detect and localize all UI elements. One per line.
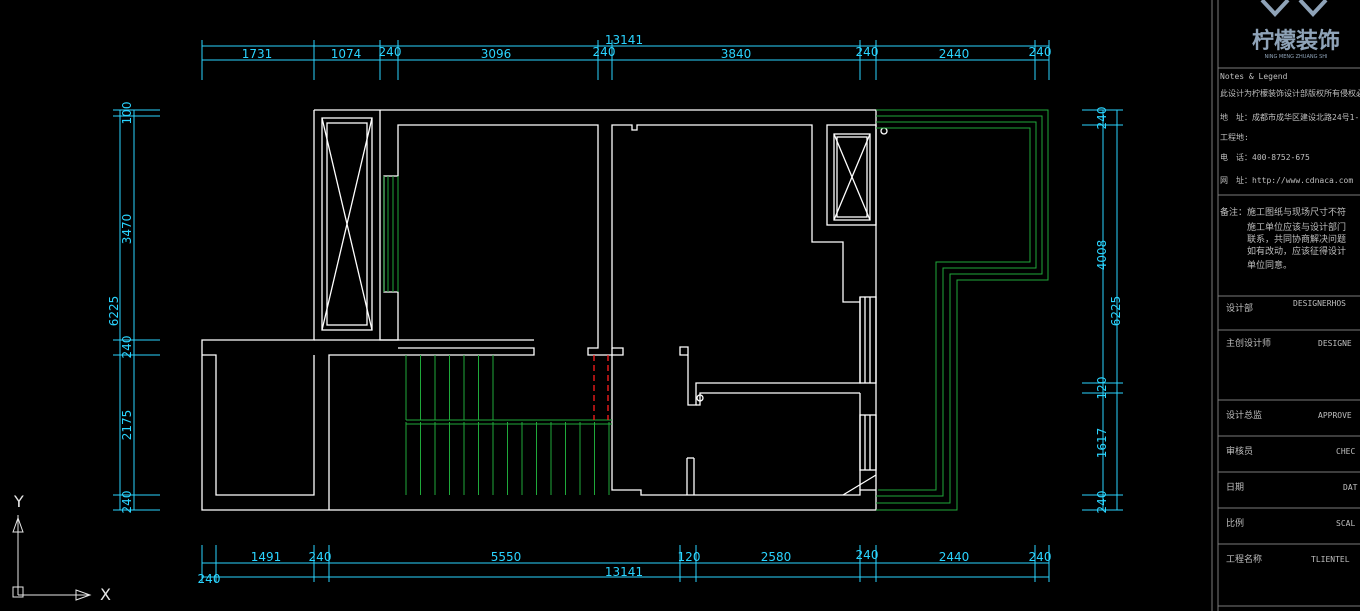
dim-top-2: 1074: [331, 47, 362, 61]
dim-top-9: 240: [1029, 45, 1052, 59]
remark-line-3: 联系，共同协商解决问题: [1220, 233, 1346, 245]
balcony-line-1: [876, 109, 1049, 511]
logo-text: 柠檬装饰: [1252, 28, 1340, 54]
drain-circle: [696, 394, 704, 402]
dim-right-4: 1617: [1095, 428, 1109, 459]
dim-right-3: 120: [1095, 377, 1109, 400]
row-checker-label: 审核员: [1226, 445, 1253, 457]
shaft-right-inner: [833, 133, 871, 221]
window-right-2: [859, 414, 877, 471]
dim-left-2: 3470: [120, 214, 134, 245]
balcony-line-4: [876, 127, 1031, 491]
dim-top-5: 240: [593, 45, 616, 59]
row-lead-designer-value: DESIGNE: [1318, 339, 1352, 348]
row-date-label: 日期: [1226, 482, 1244, 493]
address-text: 地 址：成都市成华区建设北路24号1-: [1220, 112, 1359, 122]
red-door: [593, 355, 609, 420]
room2-wall: [679, 297, 861, 406]
bottom-inner-wall: [611, 348, 876, 496]
floor-plan: [201, 109, 888, 511]
notes-heading: Notes & Legend: [1220, 72, 1288, 81]
room2-lower-wall: [696, 392, 860, 406]
row-scale-value: SCAL: [1336, 519, 1355, 528]
row-director-value: APPROVE: [1318, 411, 1352, 420]
drain-circle-2: [880, 127, 888, 135]
dim-bottom-7: 240: [856, 548, 879, 562]
dim-left-5: 240: [120, 491, 134, 514]
dim-top-6: 3840: [721, 47, 752, 61]
shaft-left-outer: [321, 117, 373, 331]
row-project-name-label: 工程名称: [1226, 553, 1262, 565]
row-designer-dept-label: 设计部: [1226, 302, 1253, 314]
dim-top-8: 2440: [939, 47, 970, 61]
dim-bottom-4: 5550: [491, 550, 522, 564]
company-logo: 柠檬装饰 NING MENG ZHUANG SHI: [1252, 0, 1340, 60]
green-elements: [383, 109, 1049, 511]
dimension-lines: [113, 40, 1123, 582]
dim-top-7: 240: [856, 45, 879, 59]
row-designer-dept-value: DESIGNERHOS: [1293, 299, 1346, 308]
dim-left-3: 240: [120, 336, 134, 359]
ucs-y-label: Y: [13, 492, 24, 511]
dim-top-4: 3096: [481, 47, 512, 61]
row-scale-label: 比例: [1226, 517, 1244, 529]
dim-top-total: 13141: [605, 33, 643, 47]
phone-text: 电 话：400-8752-675: [1220, 152, 1310, 162]
dim-bottom-6: 2580: [761, 550, 792, 564]
room1-wall: [379, 110, 860, 356]
title-block: [1211, 0, 1360, 611]
dim-bottom-3: 240: [309, 550, 332, 564]
remark-line-2: 施工单位应该与设计部门: [1220, 221, 1346, 233]
dim-bottom-9: 240: [1029, 550, 1052, 564]
row-director-label: 设计总监: [1226, 409, 1262, 421]
balcony-line-2: [876, 115, 1043, 504]
dim-left-4: 2175: [120, 410, 134, 441]
corridor-wall: [328, 347, 535, 510]
balcony-line-3: [876, 121, 1037, 497]
dim-bottom-2: 1491: [251, 550, 282, 564]
row-lead-designer-label: 主创设计师: [1226, 337, 1271, 349]
row-project-name-value: TLIENTEL: [1311, 555, 1350, 564]
dimension-texts: 13141 1731 1074 240 3096 240 3840 240 24…: [107, 33, 1123, 586]
dim-right-total: 6225: [1109, 296, 1123, 327]
outer-wall: [201, 109, 877, 511]
remark-line-5: 单位同意。: [1220, 259, 1292, 271]
dim-right-1: 240: [1095, 107, 1109, 130]
left-room-wall: [202, 354, 315, 496]
dim-left-total: 6225: [107, 296, 121, 327]
logo-mark: [1260, 0, 1328, 17]
remark-line-1: 备注：施工图纸与现场尺寸不符: [1220, 206, 1346, 218]
website-text: 网 址：http://www.cdnaca.com: [1220, 175, 1353, 185]
dim-right-2: 4008: [1095, 240, 1109, 271]
dim-top-1: 1731: [242, 47, 273, 61]
dim-bottom-5: 120: [678, 550, 701, 564]
project-text: 工程地:: [1220, 132, 1249, 142]
remark-line-4: 如有改动，应该征得设计: [1220, 245, 1346, 257]
dim-left-1: 100: [120, 102, 134, 125]
copyright-text: 此设计为柠檬装饰设计部版权所有侵权必究: [1220, 88, 1360, 98]
dim-top-3: 240: [379, 45, 402, 59]
logo-subtitle: NING MENG ZHUANG SHI: [1265, 54, 1328, 60]
shaft-left-inner: [326, 122, 368, 326]
corner-wall: [842, 474, 877, 496]
shaft-right-outer: [826, 124, 877, 226]
stairs: [405, 355, 612, 495]
ucs-x-label: X: [100, 585, 111, 604]
dim-bottom-1: 240: [198, 572, 221, 586]
window-right-1: [859, 296, 877, 384]
dim-right-5: 240: [1095, 491, 1109, 514]
row-date-value: DAT: [1343, 483, 1358, 492]
ucs-icon: [12, 515, 92, 601]
row-checker-value: CHEC: [1336, 447, 1355, 456]
dim-bottom-8: 2440: [939, 550, 970, 564]
dim-bottom-total: 13141: [605, 565, 643, 579]
